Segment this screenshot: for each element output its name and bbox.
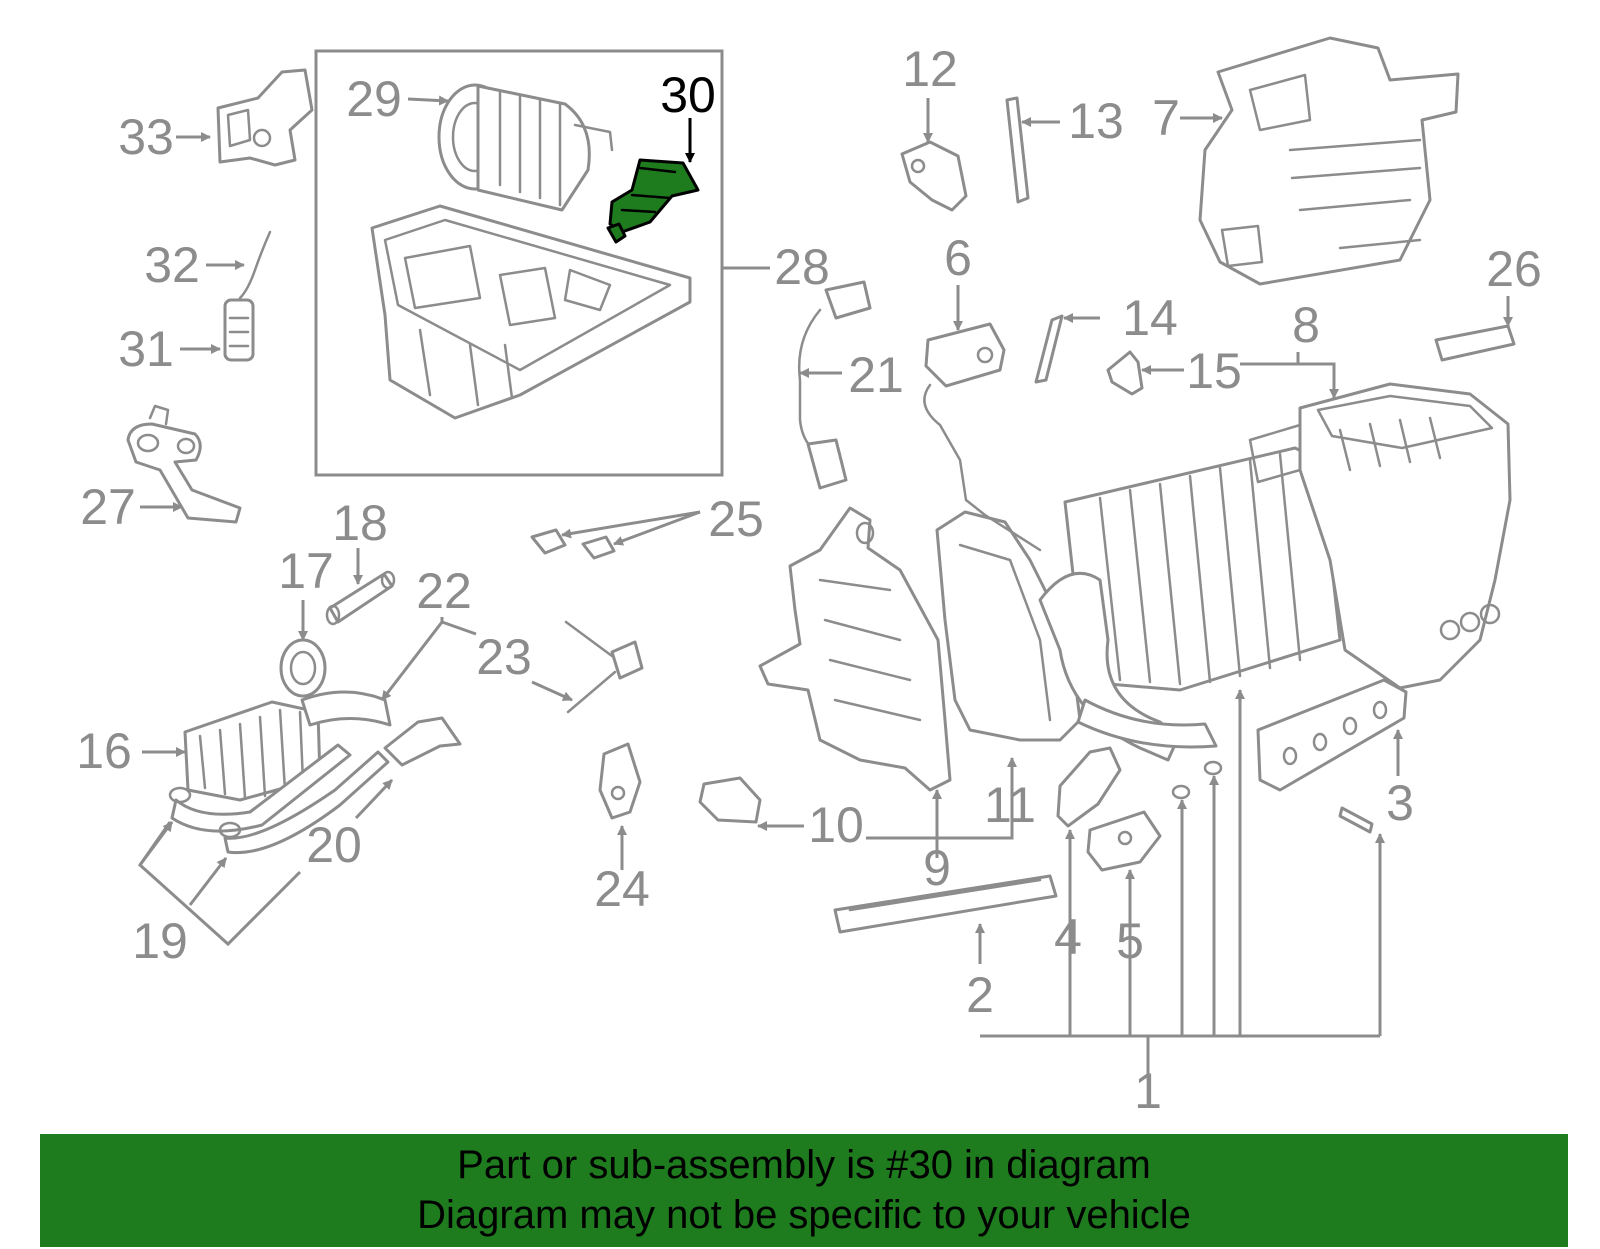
leader-lines <box>138 95 1513 1080</box>
callout-labels: 1 2 3 4 5 6 7 8 9 10 11 12 13 14 15 16 1… <box>76 41 1542 1119</box>
part-17-grommet[interactable] <box>279 638 327 698</box>
callout-21[interactable]: 21 <box>848 347 904 403</box>
callout-28[interactable]: 28 <box>774 239 830 295</box>
part-28-blower-housing[interactable] <box>370 204 692 420</box>
callout-4[interactable]: 4 <box>1054 909 1082 965</box>
callout-23[interactable]: 23 <box>476 629 532 685</box>
callout-32[interactable]: 32 <box>144 237 200 293</box>
callout-19[interactable]: 19 <box>132 913 188 969</box>
part-19-pipes[interactable] <box>168 743 390 855</box>
banner-line-1: Part or sub-assembly is #30 in diagram <box>457 1143 1151 1187</box>
callout-1[interactable]: 1 <box>1134 1063 1162 1119</box>
callout-15[interactable]: 15 <box>1186 343 1242 399</box>
part-15-lever[interactable] <box>1106 350 1144 396</box>
callout-22[interactable]: 22 <box>416 563 472 619</box>
callout-29[interactable]: 29 <box>346 71 402 127</box>
callout-18[interactable]: 18 <box>332 495 388 551</box>
callout-6[interactable]: 6 <box>944 230 972 286</box>
part-25-clips[interactable] <box>530 528 616 560</box>
part-32-sensor-wire[interactable] <box>238 230 272 300</box>
callout-9[interactable]: 9 <box>923 840 951 896</box>
part-22-seal[interactable] <box>300 690 392 727</box>
part-23-sensor[interactable] <box>564 620 644 714</box>
part-12-actuator[interactable] <box>900 140 968 212</box>
callout-26[interactable]: 26 <box>1486 241 1542 297</box>
callout-20[interactable]: 20 <box>306 817 362 873</box>
callout-5[interactable]: 5 <box>1116 913 1144 969</box>
part-14-link[interactable] <box>1034 314 1064 384</box>
part-9-case-left[interactable] <box>758 506 952 792</box>
info-banner: Part or sub-assembly is #30 in diagram D… <box>40 1134 1568 1247</box>
callout-11[interactable]: 11 <box>984 777 1036 833</box>
screw[interactable] <box>1338 806 1374 834</box>
callout-14[interactable]: 14 <box>1122 290 1178 346</box>
callout-25[interactable]: 25 <box>708 491 764 547</box>
callout-3[interactable]: 3 <box>1386 775 1414 831</box>
part-11-case-middle[interactable] <box>935 510 1082 742</box>
part-3-plate[interactable] <box>1256 678 1408 792</box>
part-29-blower-motor[interactable] <box>437 83 614 212</box>
part-24-clip[interactable] <box>598 742 642 820</box>
callout-10[interactable]: 10 <box>808 797 864 853</box>
callout-30[interactable]: 30 <box>660 67 716 123</box>
part-6-control-module[interactable] <box>923 322 1042 552</box>
part-8-main-case[interactable] <box>1248 382 1512 690</box>
callout-17[interactable]: 17 <box>278 543 334 599</box>
part-26-trim[interactable] <box>1434 324 1516 362</box>
part-7-upper-housing[interactable] <box>1198 36 1460 286</box>
callout-12[interactable]: 12 <box>902 41 958 97</box>
part-2-seal-strip[interactable] <box>833 874 1058 934</box>
callout-13[interactable]: 13 <box>1068 93 1124 149</box>
callout-27[interactable]: 27 <box>80 479 136 535</box>
callout-7[interactable]: 7 <box>1152 90 1180 146</box>
part-31-sensor[interactable] <box>223 298 255 362</box>
callout-16[interactable]: 16 <box>76 723 132 779</box>
callout-31[interactable]: 31 <box>118 321 174 377</box>
callout-24[interactable]: 24 <box>594 861 650 917</box>
part-21-harness[interactable] <box>798 280 872 490</box>
blower-inset-frame <box>314 49 724 477</box>
part-10-bracket[interactable] <box>698 776 762 824</box>
o-ring-small-a[interactable] <box>1171 784 1191 800</box>
part-27-duct-elbow[interactable] <box>126 404 242 524</box>
callout-33[interactable]: 33 <box>118 109 174 165</box>
callout-2[interactable]: 2 <box>966 967 994 1023</box>
part-4-lever[interactable] <box>1056 746 1122 828</box>
part-33-bracket[interactable] <box>216 68 314 167</box>
part-13-link-arm[interactable] <box>1005 96 1030 204</box>
callout-8[interactable]: 8 <box>1292 297 1320 353</box>
banner-line-2: Diagram may not be specific to your vehi… <box>417 1193 1191 1237</box>
evaporator-core[interactable] <box>1038 446 1342 762</box>
part-18-filter-cylinder[interactable] <box>325 570 396 626</box>
part-20-bracket[interactable] <box>383 716 462 767</box>
o-ring-small-b[interactable] <box>1203 760 1223 776</box>
part-5-bracket[interactable] <box>1086 810 1162 872</box>
part-30-blower-resistor[interactable] <box>606 158 700 244</box>
